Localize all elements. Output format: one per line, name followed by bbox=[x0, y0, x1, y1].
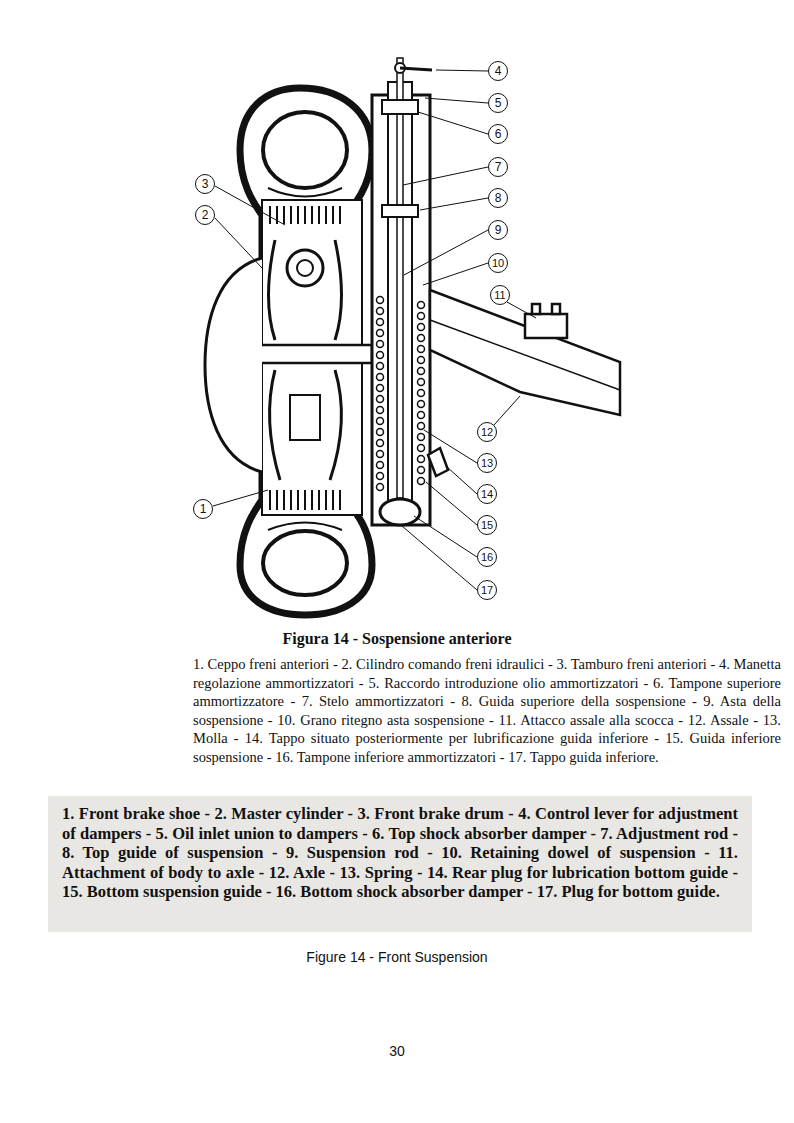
callout-number: 13 bbox=[477, 454, 497, 472]
hub-cap bbox=[205, 258, 262, 472]
callout-circles bbox=[194, 62, 510, 600]
callout-number: 7 bbox=[488, 158, 508, 176]
axle bbox=[428, 290, 620, 476]
figure-caption: Figure 14 - Front Suspension bbox=[0, 949, 794, 965]
callout-number: 15 bbox=[477, 516, 497, 534]
leader-lines bbox=[213, 70, 536, 590]
callout-number: 11 bbox=[490, 286, 510, 304]
callout-number: 16 bbox=[477, 548, 497, 566]
callout-number: 4 bbox=[488, 62, 508, 80]
callout-number: 1 bbox=[193, 500, 213, 518]
legend-italian: 1. Ceppo freni anteriori - 2. Cilindro c… bbox=[193, 655, 781, 766]
spring bbox=[377, 297, 425, 491]
callout-number: 14 bbox=[477, 485, 497, 503]
callout-number: 6 bbox=[488, 125, 508, 143]
callout-number: 12 bbox=[477, 423, 497, 441]
page-number: 30 bbox=[0, 1043, 794, 1059]
callout-number: 9 bbox=[488, 221, 508, 239]
callout-number: 3 bbox=[195, 175, 215, 193]
callout-number: 2 bbox=[195, 206, 215, 224]
legend-english: 1. Front brake shoe - 2. Master cylinder… bbox=[62, 804, 738, 902]
figure-title: Figura 14 - Sospensione anteriore bbox=[0, 630, 794, 648]
callout-number: 17 bbox=[477, 581, 497, 599]
callout-number: 10 bbox=[488, 254, 508, 272]
callout-number: 8 bbox=[488, 189, 508, 207]
callout-number: 5 bbox=[488, 94, 508, 112]
strut bbox=[372, 58, 432, 525]
